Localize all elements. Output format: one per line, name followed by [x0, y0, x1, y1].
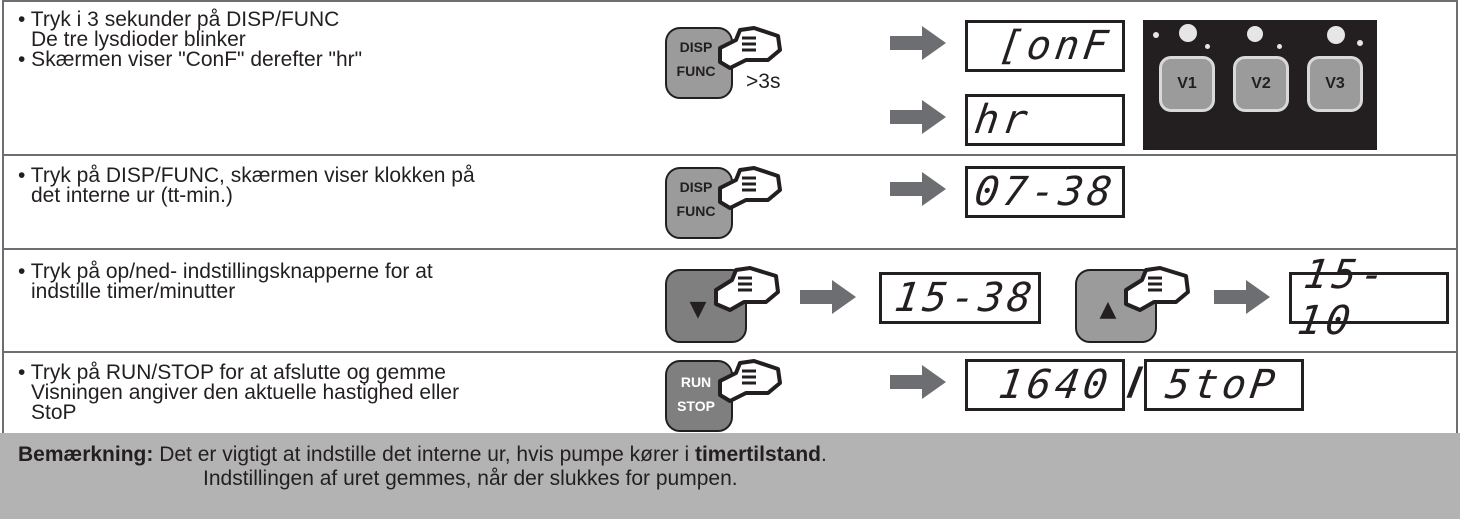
step-row-1: • Tryk i 3 sekunder på DISP/FUNC De tre …	[4, 0, 1456, 154]
display-minutes-value: 15- 10	[1294, 252, 1392, 344]
hold-duration-label: >3s	[746, 70, 781, 93]
speed-button-v1[interactable]: V1	[1159, 56, 1215, 112]
display-stop-value: 5toP	[1162, 362, 1282, 408]
note-line-1: Bemærkning: Det er vigtigt at indstille …	[18, 443, 827, 467]
display-stop: 5toP	[1144, 359, 1304, 411]
display-speed: 1640	[965, 359, 1125, 411]
led-dot	[1205, 44, 1210, 49]
note-text-1a: Det er vigtigt at indstille det interne …	[159, 443, 695, 466]
speed-button-v3[interactable]: V3	[1307, 56, 1363, 112]
hand-finger-lines	[1148, 276, 1162, 292]
rule-row2	[2, 248, 1458, 250]
right-arrow-icon	[890, 365, 946, 399]
display-hours-value: 15-38	[891, 275, 1039, 321]
button-label-func: FUNC	[677, 63, 716, 79]
rule-top	[2, 0, 1458, 2]
display-clock-value: 07-38	[971, 169, 1119, 215]
step-2-line-2: det interne ur (tt-min.)	[31, 184, 233, 207]
run-stop-button-press[interactable]: RUN STOP	[658, 357, 808, 437]
led-dot	[1277, 44, 1282, 49]
step-row-4: • Tryk på RUN/STOP for at afslutte og ge…	[4, 353, 1456, 433]
display-hr: hr	[965, 94, 1125, 146]
led-icon	[1179, 24, 1197, 42]
button-label-disp: DISP	[680, 39, 713, 55]
right-arrow-icon	[890, 100, 946, 134]
display-clock: 07-38	[965, 166, 1125, 218]
step-3-text: • Tryk på op/ned- indstillingsknapperne …	[18, 260, 433, 303]
separator-slash: /	[1128, 359, 1140, 406]
right-arrow-icon	[890, 172, 946, 206]
step-1-line-1: • Tryk i 3 sekunder på DISP/FUNC	[18, 8, 340, 31]
right-arrow-icon	[800, 280, 856, 314]
button-label-run: RUN	[681, 374, 711, 390]
step-1-line-3: • Skærmen viser "ConF" derefter "hr"	[18, 48, 363, 71]
led-dot	[1153, 32, 1159, 38]
note-label: Bemærkning:	[18, 443, 154, 466]
hand-finger-lines	[742, 176, 756, 192]
button-label-stop: STOP	[677, 398, 715, 414]
display-minutes: 15- 10	[1289, 252, 1449, 344]
step-row-3: • Tryk på op/ned- indstillingsknapperne …	[4, 250, 1456, 351]
display-conf-value: [onF	[995, 23, 1115, 69]
step-4-text: • Tryk på RUN/STOP for at afslutte og ge…	[18, 361, 460, 424]
right-arrow-icon	[890, 26, 946, 60]
up-button-press[interactable]: ▲	[1068, 258, 1218, 346]
disp-func-button-press[interactable]: DISP FUNC	[658, 162, 808, 246]
step-4-line-3: StoP	[31, 401, 77, 424]
hand-finger-lines	[742, 36, 756, 52]
rule-row1	[2, 154, 1458, 156]
down-button-press[interactable]: ▼	[658, 258, 808, 346]
pointing-hand-icon	[718, 166, 782, 210]
pointing-hand-icon	[718, 26, 782, 70]
step-3-line-1: • Tryk på op/ned- indstillingsknapperne …	[18, 260, 433, 283]
right-arrow-icon	[1214, 280, 1270, 314]
button-label-disp: DISP	[680, 179, 713, 195]
led-dot	[1357, 40, 1363, 46]
speed-button-v2[interactable]: V2	[1233, 56, 1289, 112]
step-4-line-2: Visningen angiver den aktuelle hastighed…	[31, 381, 460, 404]
hand-finger-lines	[738, 276, 752, 292]
display-conf: [onF	[965, 20, 1125, 72]
step-row-2: • Tryk på DISP/FUNC, skærmen viser klokk…	[4, 156, 1456, 248]
led-icon	[1327, 26, 1345, 44]
step-2-text: • Tryk på DISP/FUNC, skærmen viser klokk…	[18, 164, 475, 207]
disp-func-button-press[interactable]: DISP FUNC	[658, 22, 808, 106]
led-icon	[1247, 26, 1263, 42]
rule-row3	[2, 351, 1458, 353]
display-hr-value: hr	[971, 97, 1035, 143]
display-hours: 15-38	[879, 272, 1041, 324]
hand-finger-lines	[742, 369, 756, 385]
note-line-2: Indstillingen af uret gemmes, når der sl…	[203, 467, 738, 490]
step-3-line-2: indstille timer/minutter	[31, 280, 236, 303]
note-text-1-bold: timertilstand	[694, 443, 821, 466]
step-4-line-1: • Tryk på RUN/STOP for at afslutte og ge…	[18, 361, 446, 384]
down-arrow-icon: ▼	[690, 297, 707, 322]
step-1-text: • Tryk i 3 sekunder på DISP/FUNC De tre …	[18, 8, 363, 71]
up-arrow-icon: ▲	[1100, 297, 1117, 322]
note-box: Bemærkning: Det er vigtigt at indstille …	[0, 433, 1460, 519]
step-2-line-1: • Tryk på DISP/FUNC, skærmen viser klokk…	[18, 164, 475, 187]
note-text-1b: .	[820, 443, 827, 466]
step-1-line-2: De tre lysdioder blinker	[31, 28, 246, 51]
pointing-hand-icon	[718, 359, 782, 403]
button-label-func: FUNC	[677, 203, 716, 219]
display-speed-value: 1640	[995, 362, 1115, 408]
speed-button-panel: V1 V2 V3	[1143, 20, 1377, 150]
